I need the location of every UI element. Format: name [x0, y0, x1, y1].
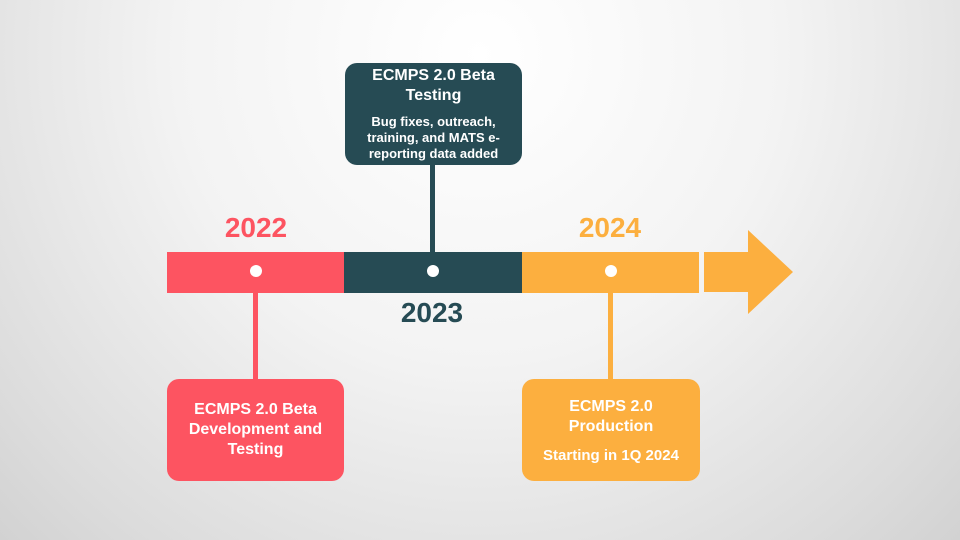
milestone-2024-title: ECMPS 2.0 Production	[568, 397, 654, 435]
milestone-dot-2023	[427, 265, 439, 277]
milestone-box-2022: ECMPS 2.0 Beta Development and Testing	[167, 379, 344, 481]
milestone-box-2024: ECMPS 2.0 Production Starting in 1Q 2024	[522, 379, 700, 481]
year-2023-label: 2023	[400, 297, 464, 328]
milestone-2022-title: ECMPS 2.0 Beta Development and Testing	[188, 401, 323, 458]
year-2022-label: 2022	[224, 212, 288, 243]
milestone-2023-title: ECMPS 2.0 Beta Testing	[372, 67, 495, 104]
milestone-box-2023: ECMPS 2.0 Beta Testing Bug fixes, outrea…	[345, 63, 522, 165]
milestone-2024-detail: Starting in 1Q 2024	[543, 446, 679, 464]
connector-2023	[430, 160, 435, 255]
timeline-arrow-icon	[704, 230, 793, 314]
year-2024-label: 2024	[578, 212, 642, 243]
milestone-dot-2024	[605, 265, 617, 277]
connector-2024	[608, 290, 613, 382]
milestone-2023-detail: Bug fixes, outreach, training, and MATS …	[367, 114, 500, 161]
milestone-dot-2022	[250, 265, 262, 277]
connector-2022	[253, 290, 258, 382]
